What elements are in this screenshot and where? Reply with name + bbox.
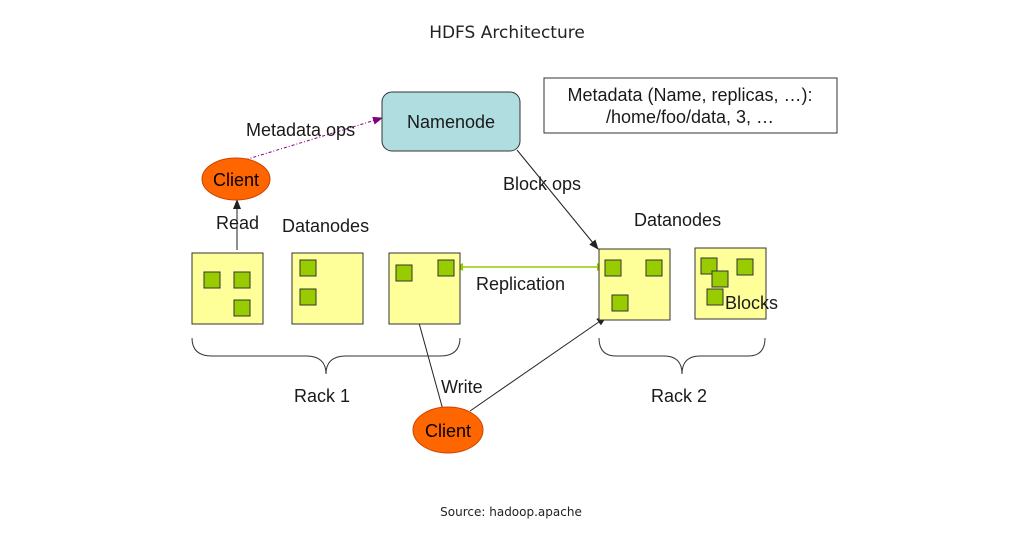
namenode-label: Namenode [407,112,495,132]
rack2-label: Rack 2 [651,386,707,406]
data-block [611,294,629,312]
data-block [736,258,754,276]
data-block [711,270,729,288]
client-reader[interactable]: Client [201,157,271,201]
block-ops-label: Block ops [503,174,581,194]
metadata-ops-arrow [237,116,383,163]
data-block [604,259,622,277]
rack2-brace [598,337,766,375]
metadata-line-2: /home/foo/data, 3, … [606,107,774,127]
datanodes-left-label: Datanodes [282,216,369,236]
namenode[interactable]: Namenode [381,91,521,152]
namenode-box[interactable] [381,91,521,152]
data-block [437,259,455,277]
metadata-box-frame [543,77,838,134]
client-reader-label: Client [213,170,259,190]
replication-label: Replication [476,274,565,294]
read-label: Read [216,213,259,233]
write-pipeline-arrow [469,316,607,412]
rack1-brace [191,337,461,375]
data-block [299,259,317,277]
client-reader-ellipse[interactable] [201,157,271,201]
datanodes-group [191,247,767,325]
rack1-label: Rack 1 [294,386,350,406]
blocks-label: Blocks [725,293,778,313]
data-block [233,299,251,317]
metadata-ops-label: Metadata ops [246,120,355,140]
source-caption: Source: hadoop.apache [440,505,582,519]
data-block [706,288,724,306]
write-label: Write [441,377,483,397]
client-writer-label: Client [425,421,471,441]
data-block [395,264,413,282]
client-writer-ellipse[interactable] [412,406,484,454]
metadata-line-1: Metadata (Name, replicas, …): [567,85,812,105]
data-block [299,288,317,306]
block-ops-arrow [516,149,599,250]
data-block [203,271,221,289]
metadata-box: Metadata (Name, replicas, …): /home/foo/… [543,77,838,134]
datanode-rack1-1[interactable] [191,252,264,325]
client-writer[interactable]: Client [412,406,484,454]
diagram-title: HDFS Architecture [429,23,585,43]
data-block [700,257,718,275]
datanodes-right-label: Datanodes [634,210,721,230]
data-block [645,259,663,277]
data-block [233,271,251,289]
